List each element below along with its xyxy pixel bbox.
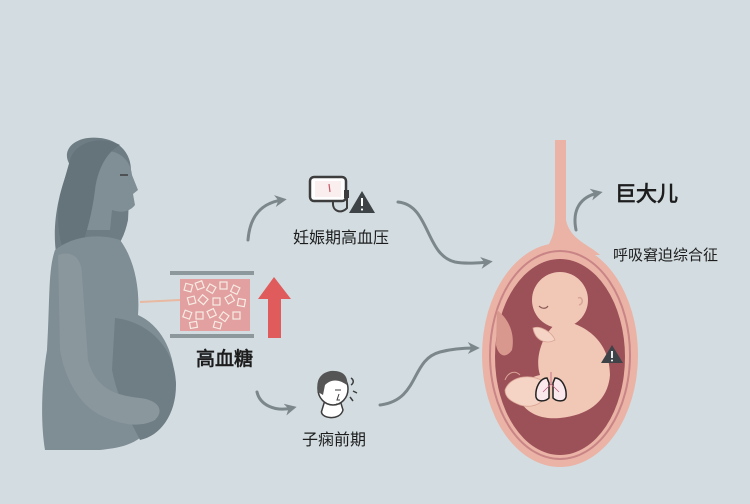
label-hyperglycemia: 高血糖 <box>196 348 254 370</box>
up-arrow-icon <box>258 277 291 338</box>
warning-icon-fetus <box>601 345 623 363</box>
blood-pressure-monitor-icon <box>308 175 349 213</box>
blood-vessel-glucose-icon <box>139 271 254 338</box>
label-gestational-hypertension: 妊娠期高血压 <box>293 228 390 247</box>
arrow-glucose-to-preeclampsia <box>255 390 297 416</box>
fetus-in-uterus-figure <box>482 140 638 467</box>
lungs-icon <box>535 372 567 402</box>
arrow-hypertension-to-fetus <box>396 200 493 269</box>
label-macrosomia: 巨大儿 <box>615 182 678 206</box>
arrow-glucose-to-hypertension <box>246 195 287 242</box>
label-preeclampsia: 子痫前期 <box>302 430 367 449</box>
arrow-fetus-to-macrosomia <box>573 188 603 232</box>
arrow-preeclampsia-to-fetus <box>378 342 480 407</box>
pregnant-woman-figure <box>42 137 176 450</box>
label-respiratory-distress: 呼吸窘迫综合征 <box>613 246 719 264</box>
warning-icon <box>349 191 375 213</box>
dizzy-face-icon <box>317 370 358 419</box>
